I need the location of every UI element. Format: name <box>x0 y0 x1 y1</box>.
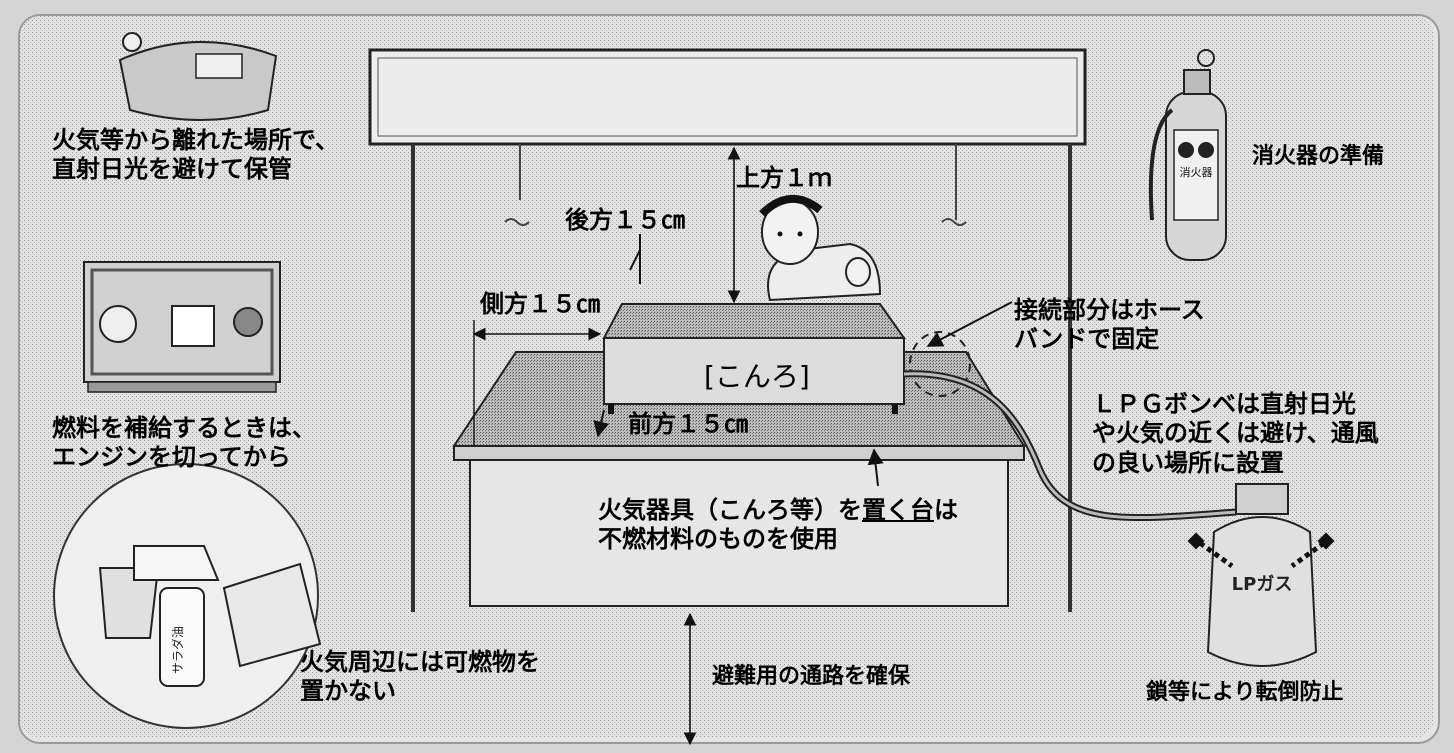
stall-frame <box>368 48 1087 612</box>
label-stove: [こんろ] <box>704 360 810 393</box>
label-table: 火気器具（こんろ等）を置く台は不燃材料のものを使用 <box>598 496 958 555</box>
dimension-arrows <box>472 146 1013 746</box>
label-chain: 鎖等により転倒防止 <box>1146 680 1344 705</box>
label-refuel: 燃料を補給するときは、 エンジンを切ってから <box>52 414 316 472</box>
fuel-tank-icon <box>118 32 278 121</box>
cylinder-print: LPガス <box>1232 574 1293 595</box>
label-back: 後方１５㎝ <box>565 206 685 234</box>
generator-icon <box>83 261 281 393</box>
label-combustibles: 火気周辺には可燃物を 置かない <box>300 648 540 706</box>
label-table-pre: 火気器具（こんろ等）を <box>598 496 862 524</box>
label-escape-route: 避難用の通路を確保 <box>712 664 911 689</box>
label-table-underlined: 置く台 <box>862 496 934 524</box>
label-table-line2: 不燃材料のものを使用 <box>598 525 838 554</box>
combustibles-illustration: サラダ油 <box>53 463 322 729</box>
label-tank-storage: 火気等から離れた場所で、 直射日光を避けて保管 <box>52 126 340 184</box>
person-figure <box>759 194 882 302</box>
label-front: 前方１５㎝ <box>628 410 748 438</box>
label-table-post: は <box>934 496 958 524</box>
label-side: 側方１５㎝ <box>480 290 600 318</box>
label-extinguisher: 消火器の準備 <box>1252 144 1385 169</box>
bottle-print: サラダ油 <box>170 626 185 674</box>
extinguisher-plate: 消火器 <box>1180 165 1213 179</box>
stove <box>602 303 971 414</box>
label-above: 上方１ｍ <box>736 164 832 192</box>
fire-extinguisher-icon: 消火器 <box>1148 49 1227 261</box>
lpg-cylinder: LPガス <box>1187 483 1335 667</box>
label-lpg-placement: ＬＰＧボンベは直射日光 や火気の近くは避け、通風 の良い場所に設置 <box>1092 390 1379 477</box>
label-hose-band: 接続部分はホース バンドで固定 <box>1014 296 1205 354</box>
